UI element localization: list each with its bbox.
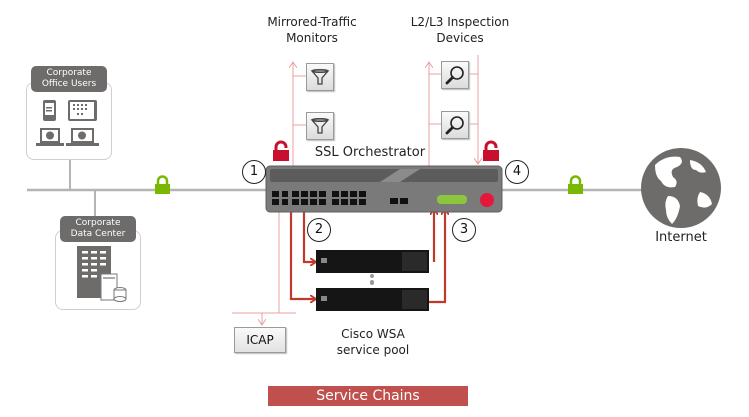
datacenter-icons [77,246,127,302]
datacenter-title-line1: Corporate [75,218,121,228]
lock-open-red-icon [273,140,289,161]
step-2-marker: 2 [307,218,331,242]
globe-icon[interactable] [641,148,721,228]
inspection-device-1[interactable] [441,61,469,89]
ssl-orchestrator-label: SSL Orchestrator [314,145,426,160]
data-center-title: Corporate Data Center [60,216,136,242]
step-1-marker: 1 [242,160,266,184]
lock-closed-green-icon [155,175,170,194]
icap-server-box[interactable]: ICAP [234,327,286,353]
server-database-icon [100,273,127,302]
mirrored-monitor-1[interactable] [306,63,334,91]
service-chains-banner[interactable]: Service Chains [268,386,468,406]
more-appliances-ellipsis [370,274,374,285]
wsa-label-line2: service pool [336,343,410,357]
status-led-green [437,195,467,204]
filter-icon [310,118,330,134]
wsa-flow-to-appliance-1 [302,208,316,262]
office-title-line2: Office Users [41,79,97,89]
wsa-label-line1: Cisco WSA [341,327,405,341]
lock-open-red-icon [483,140,499,161]
wsa-flow-to-appliance-2 [289,208,316,299]
office-title-line1: Corporate [46,68,92,78]
mirrored-monitor-2[interactable] [306,112,334,140]
filter-icon [310,69,330,85]
step-4-marker: 4 [505,160,529,184]
mobile-phone-icon [43,100,56,121]
inspection-label-line1: L2/L3 Inspection [410,15,510,29]
internet-label: Internet [655,230,707,245]
magnifier-icon [445,116,464,135]
inspection-device-2[interactable] [441,111,469,139]
datacenter-title-line2: Data Center [70,229,126,239]
wsa-return-from-appliance-2 [429,209,445,304]
status-led-red [480,193,494,207]
mirrored-monitors-label: Mirrored-Traffic Monitors [252,14,372,46]
office-users-title: Corporate Office Users [31,66,107,92]
lock-closed-green-icon [568,175,583,194]
tablet-icon [68,100,97,121]
office-device-icons [36,100,99,146]
inspection-label-line2: Devices [436,31,484,45]
mirrored-label-line1: Mirrored-Traffic [267,15,357,29]
wsa-service-pool-label: Cisco WSA service pool [313,326,433,358]
magnifier-icon [445,66,464,85]
laptop-globe-icon [66,128,99,146]
step-3-marker: 3 [452,218,476,242]
mirrored-label-line2: Monitors [286,31,338,45]
laptop-globe-icon [36,128,64,146]
inspection-devices-label: L2/L3 Inspection Devices [400,14,520,46]
wsa-appliance-1[interactable] [316,250,429,273]
ssl-orchestrator-appliance[interactable] [265,165,503,213]
wsa-appliance-2[interactable] [316,288,429,311]
